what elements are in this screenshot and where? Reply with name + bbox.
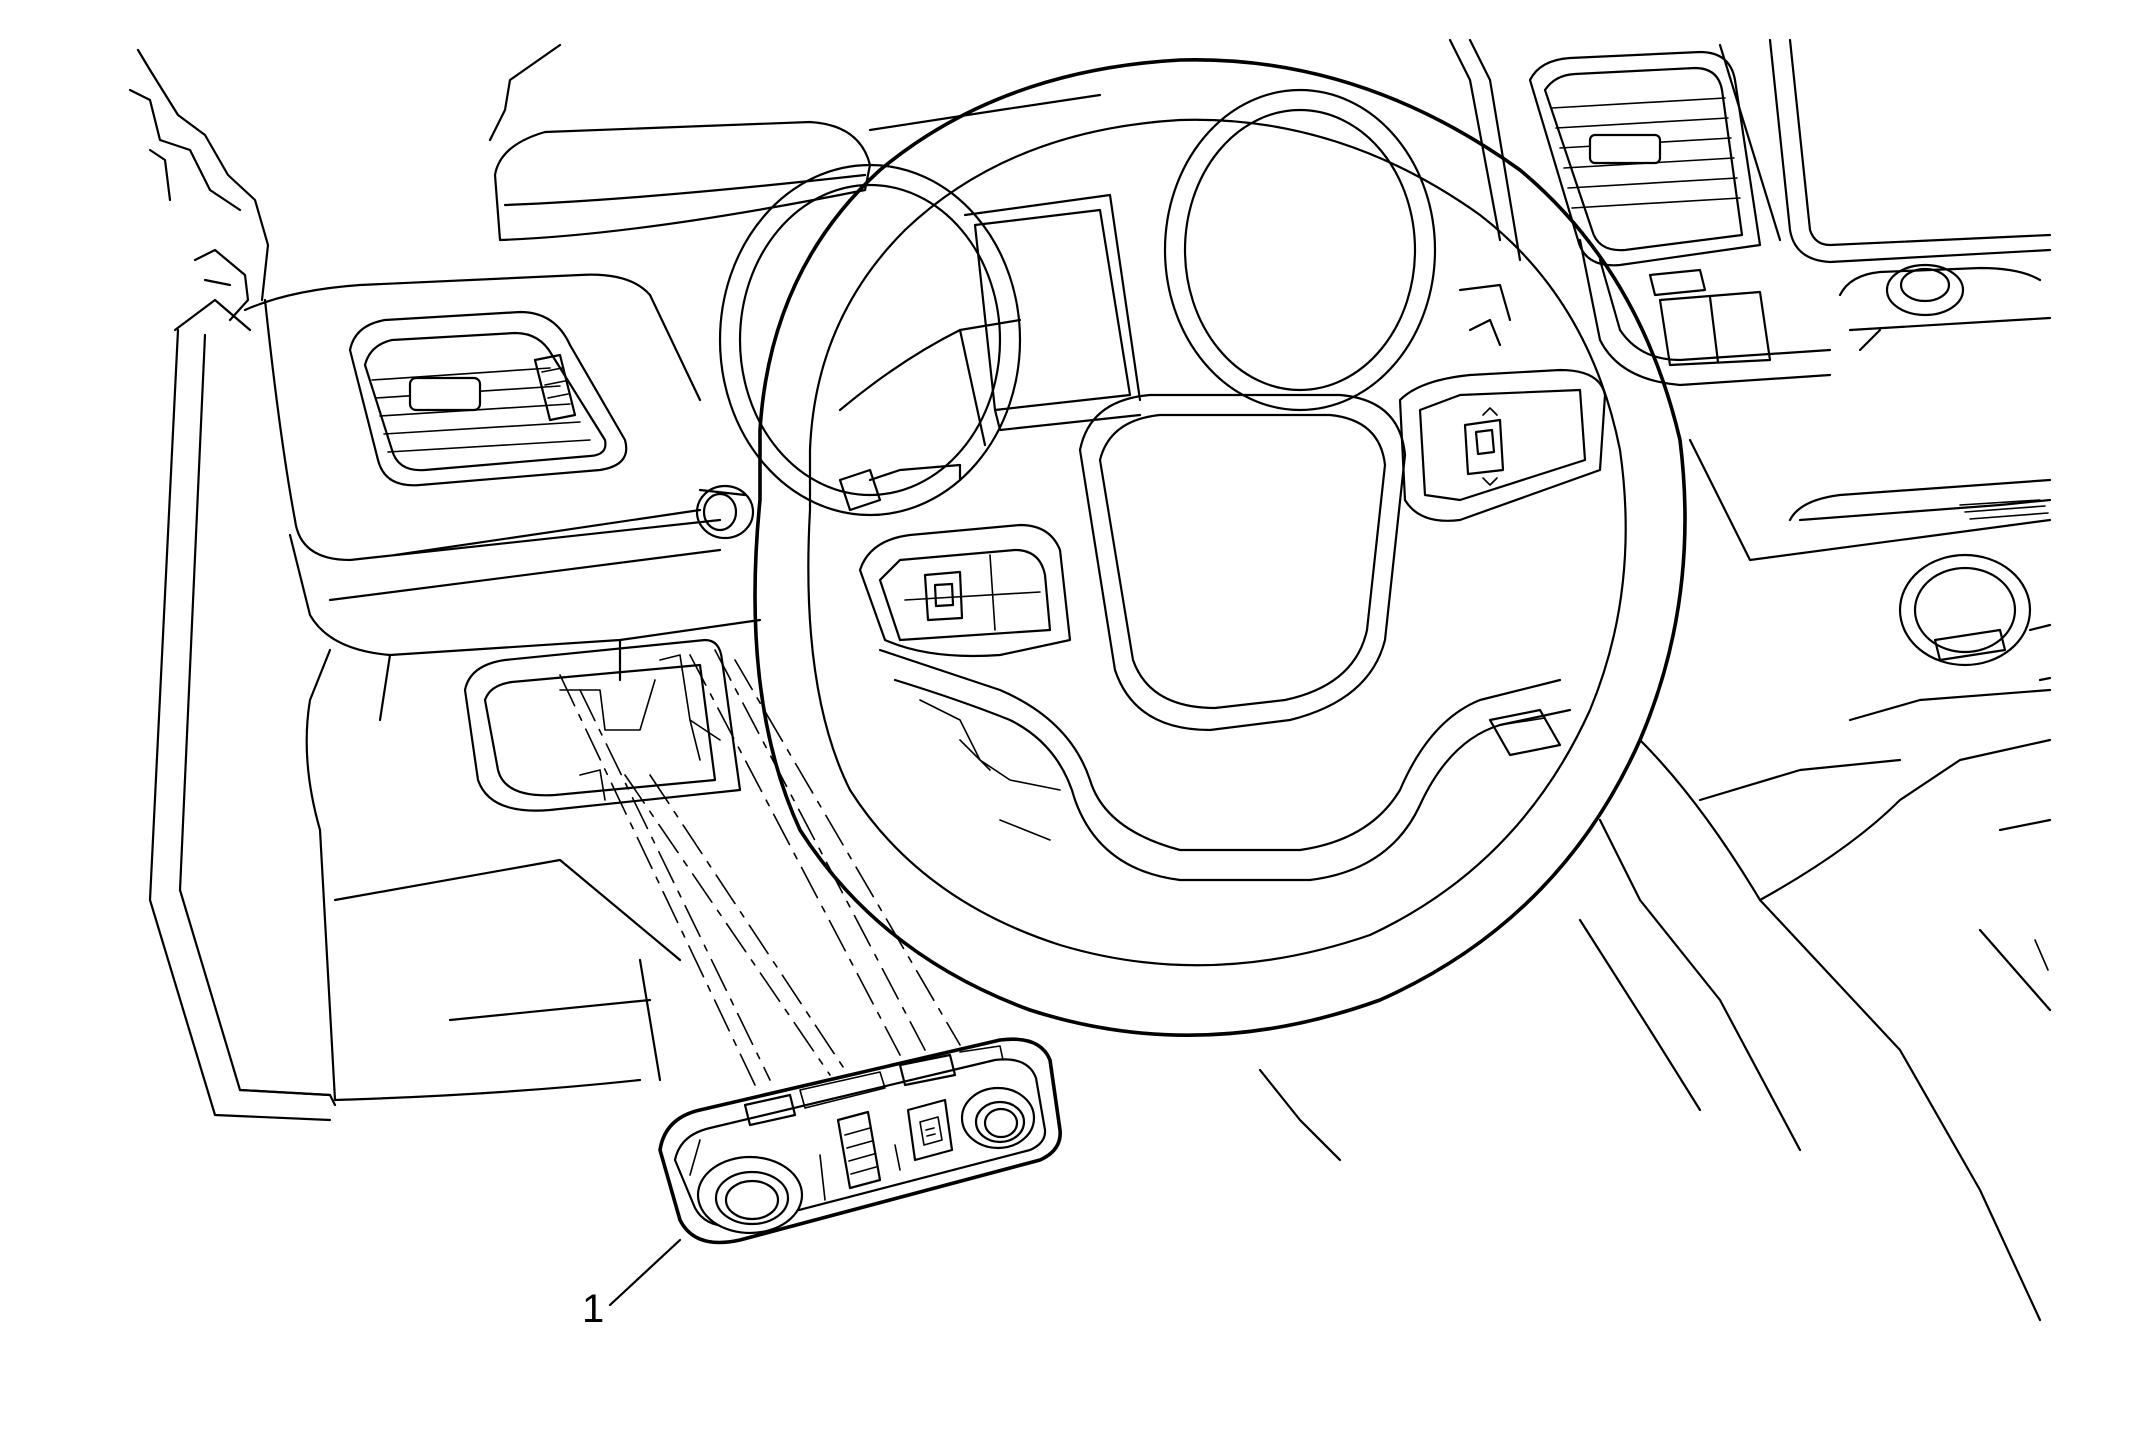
left-door-trim [128, 48, 270, 332]
left-air-vent [348, 310, 628, 487]
center-stack [1448, 38, 2052, 682]
removal-guide-lines [559, 649, 961, 1086]
right-stalk-switch [1458, 283, 1562, 757]
instrument-cluster [718, 88, 1437, 517]
steering-wheel [753, 58, 1687, 1037]
callout-label-1: 1 [582, 1287, 604, 1331]
callout-1: 1 [582, 1238, 682, 1331]
console-and-floor-lines [1258, 688, 2052, 1322]
small-round-knob [695, 484, 755, 540]
left-lower-side-panel [148, 328, 337, 1122]
switch-panel-opening [463, 638, 742, 812]
dashboard-shell [243, 43, 1102, 1102]
switch-panel-component [658, 1037, 1062, 1245]
